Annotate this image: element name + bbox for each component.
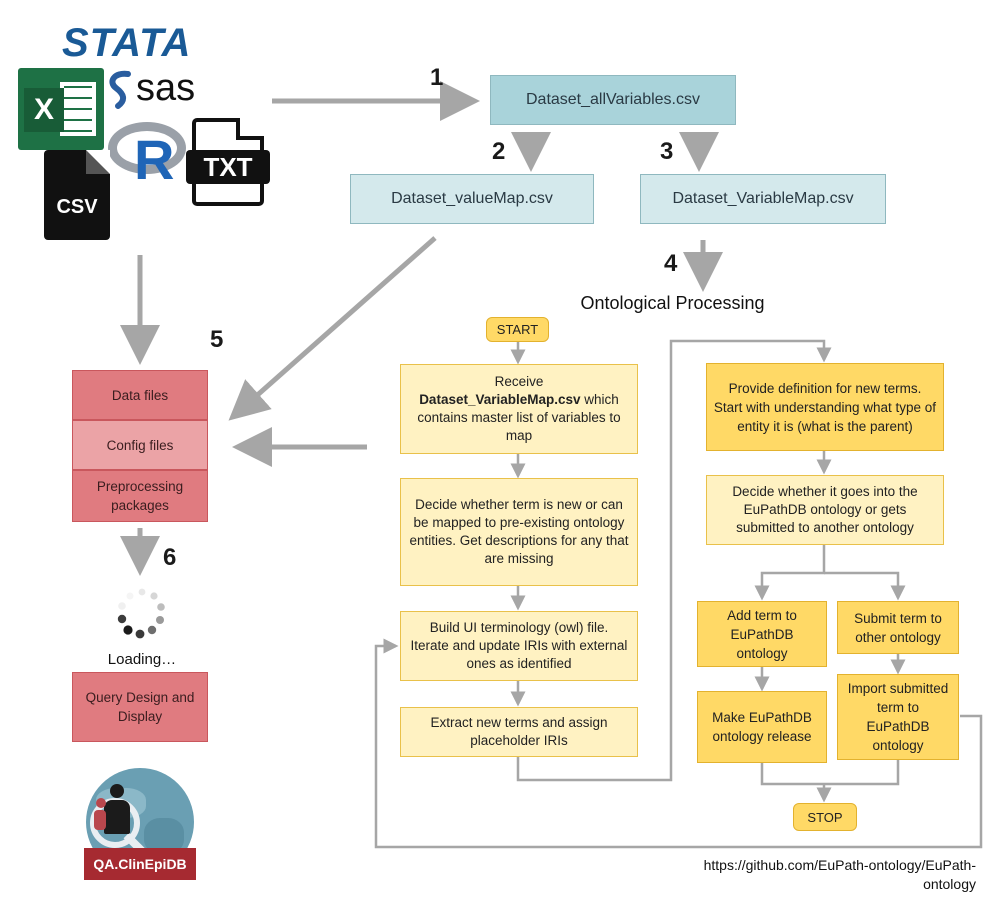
all-variables-file: Dataset_allVariables.csv bbox=[490, 75, 736, 125]
receive-prefix: Receive bbox=[494, 374, 544, 389]
sas-logo-text: sas bbox=[136, 67, 196, 109]
sas-swirl-icon bbox=[109, 70, 131, 109]
txt-label: TXT bbox=[186, 150, 270, 184]
step-number-4: 4 bbox=[664, 250, 678, 277]
config-files-box: Config files bbox=[72, 420, 208, 470]
step-number-6: 6 bbox=[163, 544, 177, 571]
stata-logo: STATA bbox=[62, 22, 202, 64]
step-number-2: 2 bbox=[492, 138, 506, 165]
excel-letter: X bbox=[24, 88, 64, 132]
build-ui-box: Build UI terminology (owl) file. Iterate… bbox=[400, 611, 638, 681]
loading-spinner-icon bbox=[117, 588, 165, 639]
step-number-5: 5 bbox=[210, 326, 224, 353]
step-number-3: 3 bbox=[660, 138, 674, 165]
preprocessing-packages-box: Preprocessing packages bbox=[72, 470, 208, 522]
arrow-valuemap-diag bbox=[228, 236, 437, 421]
excel-icon: X bbox=[18, 68, 104, 150]
make-release-box: Make EuPathDB ontology release bbox=[697, 691, 827, 763]
submit-term-box: Submit term to other ontology bbox=[837, 601, 959, 654]
source-url[interactable]: https://github.com/EuPath-ontology/EuPat… bbox=[703, 857, 976, 892]
txt-file-icon: TXT bbox=[186, 118, 270, 206]
sas-logo: sas bbox=[106, 68, 216, 112]
stop-node: STOP bbox=[793, 803, 857, 831]
extract-terms-box: Extract new terms and assign placeholder… bbox=[400, 707, 638, 757]
r-logo-letter: R bbox=[134, 128, 175, 191]
receive-suffix: which contains master list of variables … bbox=[417, 392, 621, 443]
ontological-processing-title: Ontological Processing bbox=[580, 293, 765, 313]
loading-text: Loading… bbox=[107, 651, 177, 668]
decide-term-box: Decide whether term is new or can be map… bbox=[400, 478, 638, 586]
r-logo: R bbox=[108, 122, 190, 188]
variable-map-file: Dataset_VariableMap.csv bbox=[640, 174, 886, 224]
add-term-box: Add term to EuPathDB ontology bbox=[697, 601, 827, 667]
csv-label: CSV bbox=[56, 195, 98, 218]
data-files-box: Data files bbox=[72, 370, 208, 420]
value-map-file: Dataset_valueMap.csv bbox=[350, 174, 594, 224]
start-node: START bbox=[486, 317, 549, 342]
clinepidb-logo: QA.ClinEpiDB bbox=[84, 768, 196, 880]
provide-definition-box: Provide definition for new terms. Start … bbox=[706, 363, 944, 451]
stata-logo-text: STATA bbox=[62, 21, 192, 65]
step-number-1: 1 bbox=[430, 64, 444, 91]
import-term-box: Import submitted term to EuPathDB ontolo… bbox=[837, 674, 959, 760]
csv-file-icon: CSV bbox=[44, 150, 110, 240]
decide-ontology-box: Decide whether it goes into the EuPathDB… bbox=[706, 475, 944, 545]
receive-filename: Dataset_VariableMap.csv bbox=[419, 392, 581, 407]
clinepidb-label: QA.ClinEpiDB bbox=[84, 848, 196, 880]
query-design-box: Query Design and Display bbox=[72, 672, 208, 742]
receive-box: Receive Dataset_VariableMap.csv which co… bbox=[400, 364, 638, 454]
